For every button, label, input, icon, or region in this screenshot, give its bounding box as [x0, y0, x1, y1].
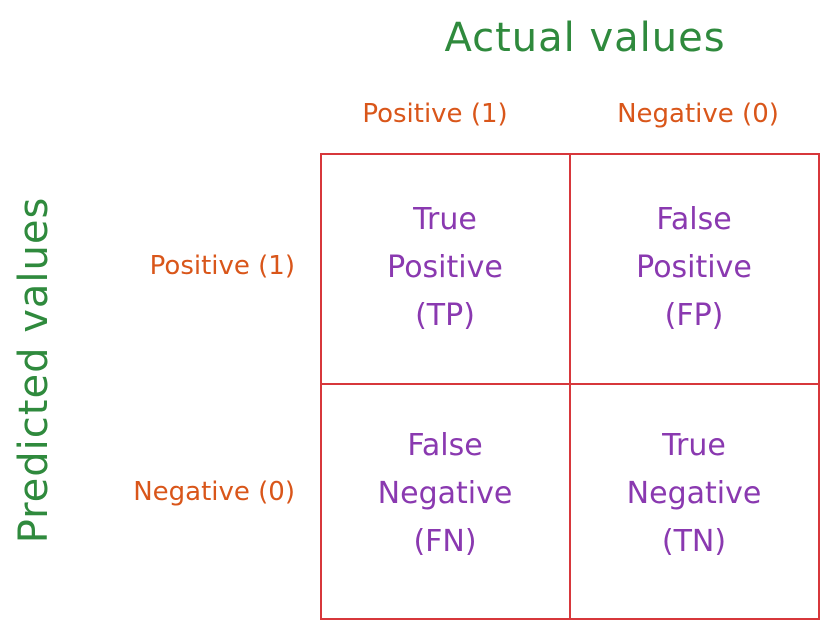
column-label-positive: Positive (1) [362, 99, 508, 129]
cell-tp-line3: (TP) [415, 298, 475, 333]
row-label-negative: Negative (0) [133, 477, 295, 507]
cell-true-negative: True Negative (TN) [571, 422, 817, 566]
cell-tn-line3: (TN) [661, 524, 727, 559]
cell-fn-line3: (FN) [413, 524, 477, 559]
actual-values-title: Actual values [444, 15, 726, 61]
cell-fp-line2: Positive [636, 250, 752, 285]
cell-fn-line2: Negative [377, 476, 513, 511]
cell-tp-line1: True [413, 202, 477, 237]
cell-tn-line1: True [662, 428, 726, 463]
matrix-horizontal-divider [320, 383, 820, 385]
cell-true-positive: True Positive (TP) [322, 196, 568, 340]
cell-tp-line2: Positive [387, 250, 503, 285]
matrix-vertical-divider [569, 153, 571, 620]
cell-fp-line1: False [656, 202, 732, 237]
cell-false-positive: False Positive (FP) [571, 196, 817, 340]
cell-fn-line1: False [407, 428, 483, 463]
cell-tn-line2: Negative [626, 476, 762, 511]
cell-fp-line3: (FP) [664, 298, 724, 333]
predicted-values-title: Predicted values [11, 196, 57, 544]
column-label-negative: Negative (0) [617, 99, 779, 129]
cell-false-negative: False Negative (FN) [322, 422, 568, 566]
row-label-positive: Positive (1) [149, 251, 295, 281]
